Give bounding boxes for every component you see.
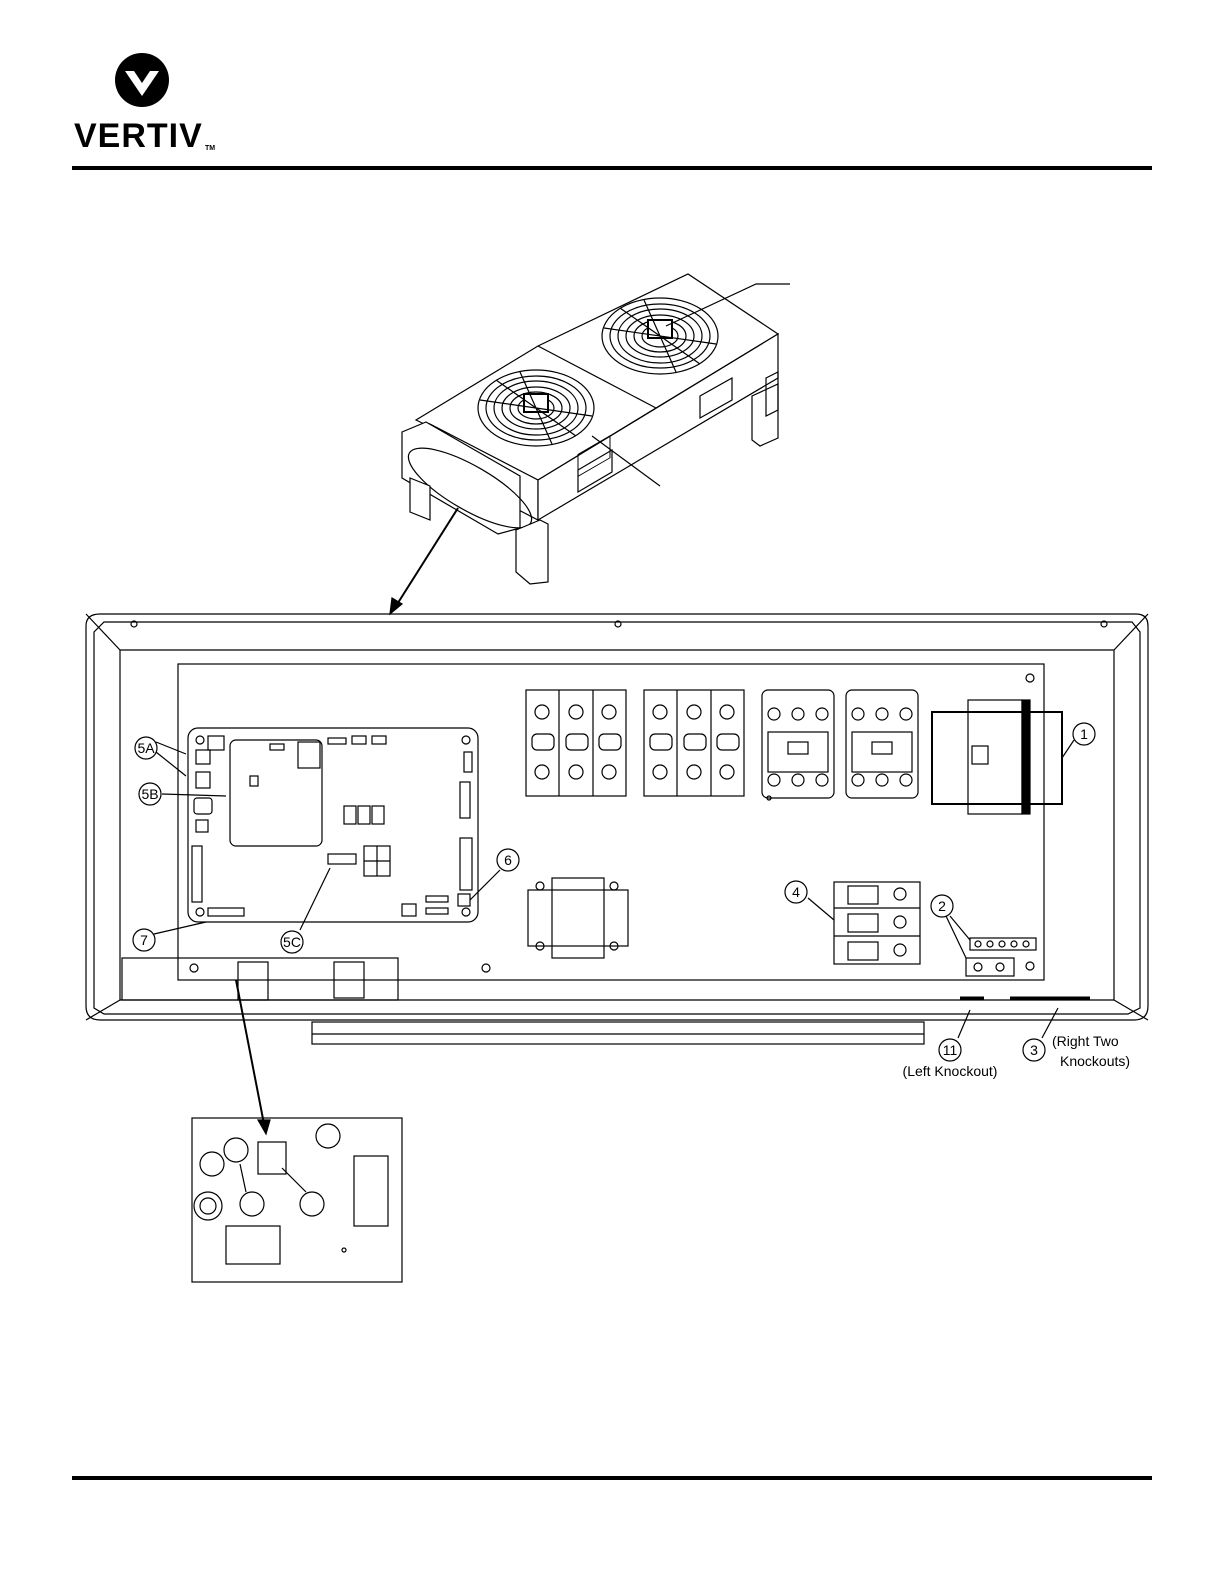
fuse-block-2 — [644, 690, 744, 796]
callout-5b: 5B — [141, 786, 158, 802]
terminal-block — [834, 882, 920, 964]
condenser-unit — [398, 274, 790, 584]
callout-6: 6 — [504, 852, 512, 868]
transformer — [528, 878, 628, 958]
callout-7: 7 — [140, 932, 148, 948]
electrical-panel — [86, 614, 1148, 1044]
left-knockout-label: (Left Knockout) — [903, 1063, 998, 1079]
ground-bar — [966, 938, 1036, 976]
contactor-1 — [762, 690, 834, 798]
controller-board — [188, 728, 478, 922]
callout-11: 11 — [943, 1042, 958, 1058]
callout-4: 4 — [792, 884, 800, 900]
disconnect-switch — [932, 700, 1062, 814]
right-knockouts-label-line2: Knockouts) — [1060, 1053, 1130, 1069]
callout-1: 1 — [1080, 726, 1088, 742]
contactor-2 — [846, 690, 918, 798]
callout-2: 2 — [938, 898, 946, 914]
callout-3: 3 — [1030, 1042, 1038, 1058]
callout-5c: 5C — [283, 934, 301, 950]
right-knockouts-label-line1: (Right Two — [1052, 1033, 1119, 1049]
callout-circles — [133, 723, 1095, 1061]
fuse-block-1 — [526, 690, 626, 796]
callout-5a: 5A — [137, 740, 155, 756]
inset-detail — [192, 1118, 402, 1282]
